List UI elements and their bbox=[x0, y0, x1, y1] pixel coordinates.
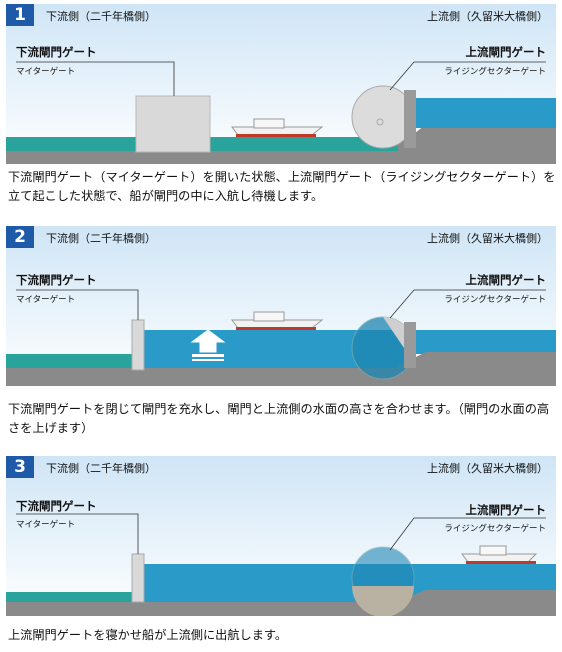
upstream-gate-sublabel: ライジングセクターゲート bbox=[444, 67, 546, 77]
panel-1-diagram bbox=[6, 4, 556, 164]
downstream-gate-label: 下流閘門ゲート bbox=[16, 273, 97, 287]
step-number-badge: 3 bbox=[6, 456, 34, 478]
panel-2-diagram bbox=[6, 226, 556, 386]
panel-step-3: 3 下流側（二千年橋側） 上流側（久留米大橋側） 下流閘門ゲート マイターゲート… bbox=[6, 456, 556, 616]
upstream-riverbed bbox=[398, 590, 556, 616]
upstream-gate-label: 上流閘門ゲート bbox=[465, 273, 547, 287]
gate-hinge-icon bbox=[376, 118, 384, 126]
step-2-caption: 下流閘門ゲートを閉じて閘門を充水し、閘門と上流側の水面の高さを合わせます。（閘門… bbox=[8, 402, 550, 435]
upstream-water-high bbox=[414, 98, 556, 128]
upstream-gate-leader bbox=[389, 61, 546, 91]
upstream-gate-sublabel: ライジングセクターゲート bbox=[444, 295, 546, 305]
upstream-gate-sublabel: ライジングセクターゲート bbox=[444, 524, 546, 534]
panel-3-diagram bbox=[6, 456, 556, 616]
sector-gate-leaf bbox=[404, 90, 416, 148]
upstream-gate-label: 上流閘門ゲート bbox=[465, 503, 547, 517]
upstream-gate-leader bbox=[389, 289, 546, 319]
miter-gate-closed bbox=[131, 553, 145, 603]
downstream-side-label: 下流側（二千年橋側） bbox=[46, 462, 156, 475]
upstream-riverbed bbox=[398, 124, 556, 164]
downstream-side-label: 下流側（二千年橋側） bbox=[46, 232, 156, 245]
sector-gate-leaf bbox=[404, 322, 416, 368]
sector-gate-leaf-lowered bbox=[352, 586, 414, 616]
upstream-side-label: 上流側（久留米大橋側） bbox=[427, 10, 548, 23]
downstream-gate-leader bbox=[16, 513, 139, 554]
step-3-caption: 上流閘門ゲートを寝かせ船が上流側に出航します。 bbox=[8, 628, 288, 642]
step-1-caption: 下流閘門ゲート（マイターゲート）を開いた状態、上流閘門ゲート（ライジングセクター… bbox=[8, 170, 556, 203]
water-rising-arrow-icon bbox=[190, 329, 226, 361]
boat-icon bbox=[461, 545, 538, 564]
miter-gate-open bbox=[135, 95, 211, 153]
upstream-side-label: 上流側（久留米大橋側） bbox=[427, 232, 548, 245]
downstream-gate-label: 下流閘門ゲート bbox=[16, 499, 97, 513]
downstream-water-low bbox=[6, 592, 132, 602]
downstream-gate-leader bbox=[16, 289, 139, 320]
step-number-badge: 2 bbox=[6, 226, 34, 248]
upstream-water-high bbox=[414, 330, 556, 354]
upstream-gate-label: 上流閘門ゲート bbox=[465, 45, 547, 59]
downstream-gate-sublabel: マイターゲート bbox=[16, 520, 76, 530]
panel-step-1: 1 下流側（二千年橋側） 上流側（久留米大橋側） 下流閘門ゲート マイターゲート… bbox=[6, 4, 556, 164]
panel-step-2: 2 下流側（二千年橋側） 上流側（久留米大橋側） 下流閘門ゲート マイターゲート… bbox=[6, 226, 556, 386]
step-number-badge: 1 bbox=[6, 4, 34, 26]
downstream-gate-label: 下流閘門ゲート bbox=[16, 45, 97, 59]
boat-icon bbox=[231, 118, 324, 137]
upstream-riverbed bbox=[398, 352, 556, 386]
downstream-gate-sublabel: マイターゲート bbox=[16, 67, 76, 77]
downstream-gate-leader bbox=[16, 61, 175, 96]
downstream-gate-sublabel: マイターゲート bbox=[16, 295, 76, 305]
upstream-gate-leader bbox=[389, 517, 546, 551]
upstream-side-label: 上流側（久留米大橋側） bbox=[427, 462, 548, 475]
miter-gate-closed bbox=[131, 319, 145, 371]
downstream-side-label: 下流側（二千年橋側） bbox=[46, 10, 156, 23]
boat-icon bbox=[231, 311, 324, 330]
downstream-water-low bbox=[6, 354, 132, 368]
